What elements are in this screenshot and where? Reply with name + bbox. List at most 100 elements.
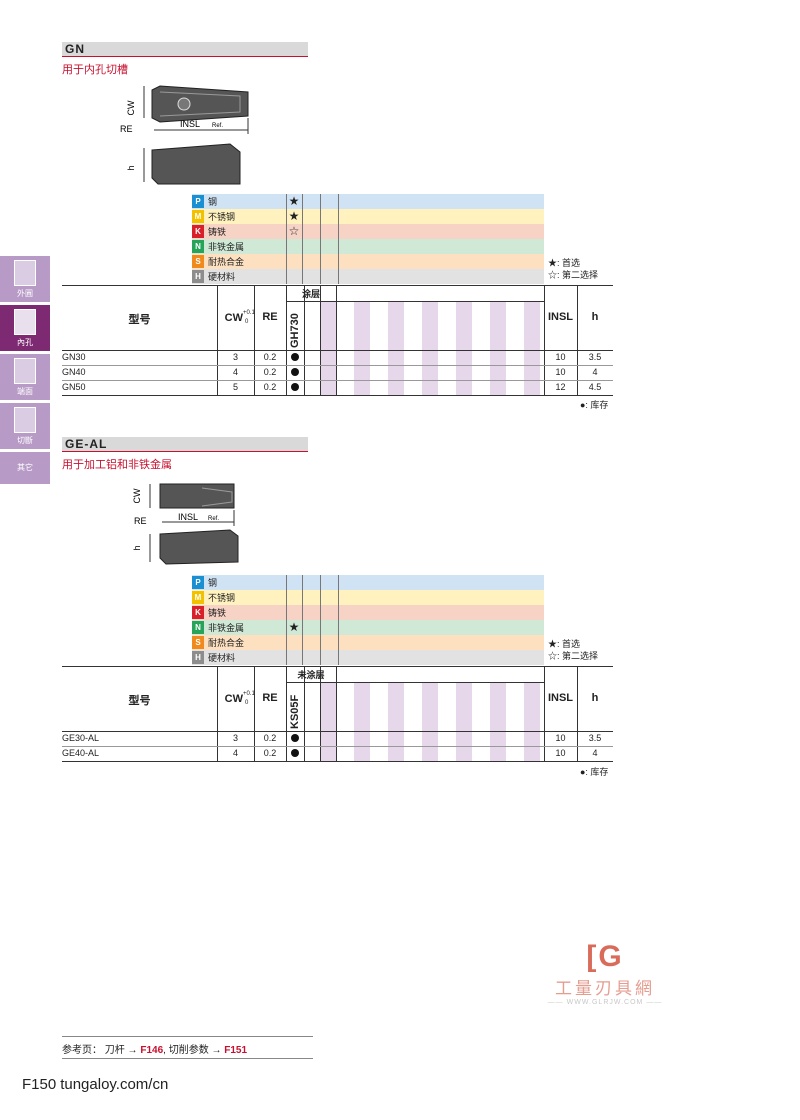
material-name: 铸铁 [208,227,227,237]
material-code-badge: H [192,270,204,283]
preferred-legend: ★: 首选 [548,258,581,268]
material-column-line [320,575,321,665]
re-cell: 0.2 [263,382,277,392]
footer-ref-prefix: 参考页： 刀杆 → [62,1045,138,1056]
model-cell: GN50 [62,382,86,392]
material-name: 耐热合金 [208,638,245,648]
gn-re-label: RE [120,124,133,134]
material-name: 铸铁 [208,608,227,618]
gn-ref-label: Ref. [212,123,223,129]
material-name: 硬材料 [208,272,236,282]
preferred-legend: ★: 首选 [548,639,581,649]
grade-column-stripe [388,683,404,761]
geal-stock-note: ●: 库存 [580,767,609,777]
material-column-line [338,194,339,284]
h-cell: 3.5 [588,352,602,362]
material-name: 钢 [208,578,218,588]
gn-stock-note: ●: 库存 [580,400,609,410]
h-header: h [591,692,599,704]
insl-cell: 10 [555,733,566,743]
material-code-badge: N [192,621,204,634]
footer-reference: 参考页： 刀杆 → F146, 切削参数 → F151 [62,1041,247,1056]
grade-column-stripe [354,302,370,395]
grade-column-stripe [354,683,370,761]
site-url[interactable]: tungaloy.com/cn [60,1076,169,1093]
nav-external-turning[interactable]: 外圓 [0,256,50,302]
grade-column-stripe [490,302,506,395]
material-suitability-mark: ★ [288,620,300,634]
material-name: 钢 [208,197,218,207]
stock-dot-icon [291,734,299,742]
material-code-badge: S [192,636,204,649]
material-name: 耐热合金 [208,257,245,267]
stock-dot-icon [291,749,299,757]
gn-mark-legend: ★: 首选 ☆: 第二选择 [548,257,598,281]
model-cell: GE40-AL [62,748,100,758]
page-number: F150 [22,1076,57,1093]
re-cell: 0.2 [263,367,277,377]
geal-mark-legend: ★: 首选 ☆: 第二选择 [548,638,598,662]
insl-header: INSL [547,311,574,323]
geal-insl-label: INSL [178,512,198,522]
material-suitability-mark: ★ [288,209,300,223]
table-column-line [544,667,545,761]
watermark: [G 工量刃具網 —— WWW.GLRJW.COM —— [535,940,675,1006]
material-suitability-mark: ☆ [288,224,300,238]
table-column-line [254,286,255,395]
grade-column-stripe [490,683,506,761]
watermark-logo: [G [586,940,624,973]
table-column-line [217,286,218,395]
material-code-badge: S [192,255,204,268]
material-column-line [302,575,303,665]
cw-tolerance-lower: 0 [245,700,249,706]
h-cell: 3.5 [588,733,602,743]
material-code-badge: K [192,606,204,619]
footer-ref-link-cutting-data[interactable]: F151 [224,1045,248,1056]
re-cell: 0.2 [263,352,277,362]
cw-tolerance-upper: +0.1 [243,310,255,316]
grade-column-stripe [524,683,540,761]
gn-insl-label: INSL [180,119,200,129]
nav-cut-off[interactable]: 切斷 [0,403,50,449]
material-column-line [286,194,287,284]
side-navigation: 外圓 內孔 端面 切斷 其它 [0,256,50,487]
table-column-line [577,667,578,761]
watermark-text: 工量刃具網 [555,979,655,998]
cw-header: CW [224,693,243,705]
material-code-badge: H [192,651,204,664]
nav-internal-boring[interactable]: 內孔 [0,305,50,351]
nav-face-grooving[interactable]: 端面 [0,354,50,400]
geal-section-subtitle: 用于加工铝和非铁金属 [62,459,172,471]
gn-section-title: GN [62,42,308,57]
cw-header: CW [224,312,243,324]
material-code-badge: N [192,240,204,253]
table-column-line [254,667,255,761]
table-column-line [336,667,337,761]
nav-others[interactable]: 其它 [0,452,50,484]
material-row-s: S 耐热合金 [192,635,544,650]
insl-cell: 10 [555,367,566,377]
cw-tolerance-lower: 0 [245,319,249,325]
grade-name-vertical: GH730 [289,313,301,348]
table-column-line [286,286,287,395]
table-column-line [336,286,337,395]
h-header: h [591,311,599,323]
h-cell: 4.5 [588,382,602,392]
header-bottom-line [62,731,613,732]
grade-column-stripe [388,302,404,395]
table-column-line [320,667,321,761]
footer-ref-mid: , 切削参数 → [163,1045,222,1056]
grade-column-stripe [320,683,336,761]
footer-ref-link-holders[interactable]: F146 [140,1045,164,1056]
cw-cell: 5 [232,382,238,392]
model-cell: GE30-AL [62,733,100,743]
coating-header: 涂层 [301,289,320,299]
table-column-line [577,286,578,395]
